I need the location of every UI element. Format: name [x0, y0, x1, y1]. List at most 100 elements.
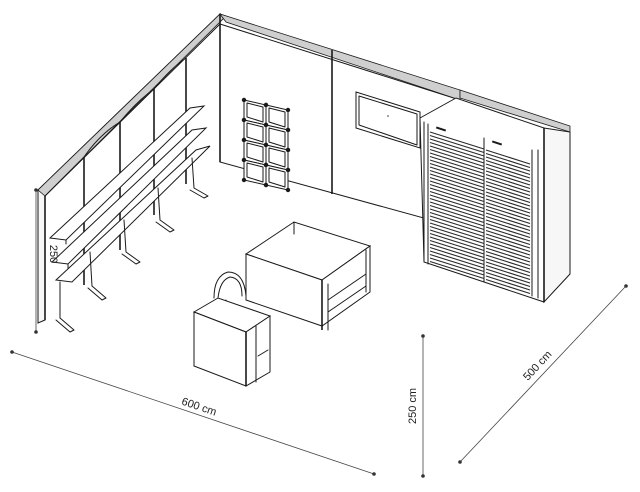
cabinet-slat	[485, 201, 531, 218]
cabinet-slat	[429, 260, 485, 280]
cabinet-slat	[429, 194, 485, 213]
cabinet-slat	[429, 236, 485, 255]
cabinet-slat	[429, 215, 485, 234]
depth-label: 500 cm	[521, 349, 554, 384]
cabinet-slat	[485, 180, 531, 197]
cabinet-slat	[485, 219, 531, 235]
cabinet-slat	[485, 229, 531, 246]
cube-cell-inner	[268, 107, 286, 128]
cube-cell-inner	[246, 102, 264, 123]
cube-shelf-unit	[241, 97, 291, 193]
cabinet-slat	[429, 159, 485, 178]
cube-connector	[285, 107, 291, 113]
cabinet-slat	[429, 145, 485, 164]
cabinet-slat	[485, 177, 531, 193]
cabinet-slat	[429, 197, 485, 217]
cabinet-slat	[485, 243, 531, 260]
cabinet-slat	[485, 149, 531, 165]
cabinet-slat	[429, 201, 485, 220]
cube-cell-inner	[268, 147, 286, 168]
cabinet-slat	[429, 141, 485, 161]
cabinet-slat	[485, 240, 531, 256]
cabinet-slat	[485, 271, 531, 288]
cabinet-slat	[485, 212, 531, 228]
cube-connector	[285, 167, 291, 173]
cabinet-slat	[429, 162, 485, 182]
cube-cell-inner	[246, 122, 264, 143]
left-wall-shelves	[48, 105, 211, 333]
cabinet-slat	[429, 138, 485, 157]
cabinet-slat	[485, 184, 531, 200]
cabinet-slat	[485, 208, 531, 225]
cabinet-slat	[429, 190, 485, 210]
cabinet-slat	[485, 170, 531, 186]
dimension-lines	[10, 188, 628, 478]
cube-connector	[263, 102, 269, 108]
cabinet-slat	[485, 261, 531, 277]
cabinet-slat	[429, 208, 485, 227]
cabinet-slat	[485, 205, 531, 221]
cabinet-slat	[485, 163, 531, 179]
cube-cell-inner	[268, 167, 286, 188]
cube-connector	[285, 127, 291, 133]
cabinet-slat	[485, 257, 531, 274]
cabinet-slat	[485, 278, 531, 295]
cabinet-slat	[429, 229, 485, 248]
cabinet-slat	[429, 148, 485, 168]
cabinet-slat	[429, 173, 485, 192]
cube-connector	[285, 147, 291, 153]
cabinet-slat	[429, 225, 485, 245]
cabinet-slat	[485, 166, 531, 183]
cabinet-slat	[485, 187, 531, 204]
cabinet-slat	[429, 187, 485, 206]
right-wall-cabinet	[419, 89, 571, 304]
cabinet-slat	[429, 246, 485, 266]
cabinet-slat	[429, 155, 485, 175]
cabinet-slat	[429, 253, 485, 273]
cube-cell-inner	[246, 162, 264, 183]
cabinet-slat	[485, 152, 531, 169]
cabinet-slat	[429, 131, 485, 150]
cube-connector	[263, 162, 269, 168]
cabinet-slat	[485, 156, 531, 172]
cabinet-slats	[429, 131, 531, 295]
cabinet-slat	[429, 218, 485, 238]
cube-connector	[241, 177, 247, 183]
display-counter	[244, 221, 372, 331]
cabinet-slat	[485, 254, 531, 270]
cabinet-slat	[429, 239, 485, 259]
cube-connector	[241, 117, 247, 123]
cabinet-slat	[485, 222, 531, 239]
cabinet-slat	[429, 180, 485, 199]
cabinet-slat	[485, 264, 531, 281]
cabinet-slat	[485, 194, 531, 211]
cabinet-slat	[429, 222, 485, 241]
cabinet-slat	[429, 183, 485, 203]
cube-cell-inner	[268, 127, 286, 148]
cabinet-slat	[485, 198, 531, 214]
cabinet-slat	[485, 215, 531, 232]
cube-connector	[285, 187, 291, 193]
cabinet-slat	[485, 226, 531, 242]
cabinet-slat	[429, 250, 485, 269]
cube-connector	[263, 122, 269, 128]
cabinet-slat	[429, 152, 485, 171]
cube-connector	[241, 97, 247, 103]
cube-cell-inner	[246, 142, 264, 163]
cabinet-slat	[485, 236, 531, 253]
cabinet-slat	[485, 233, 531, 249]
cabinet-slat	[485, 275, 531, 291]
cabinet-slat	[429, 166, 485, 185]
cabinet-slat	[429, 232, 485, 252]
small-cabinet	[192, 297, 272, 387]
cabinet-slat	[429, 211, 485, 231]
cabinet-slat	[429, 257, 485, 276]
height-label-left: 250	[47, 245, 59, 263]
cabinet-slat	[485, 250, 531, 267]
cabinet-slat	[485, 191, 531, 207]
cube-connector	[241, 137, 247, 143]
cabinet-slat	[485, 247, 531, 263]
cube-connector	[263, 182, 269, 188]
